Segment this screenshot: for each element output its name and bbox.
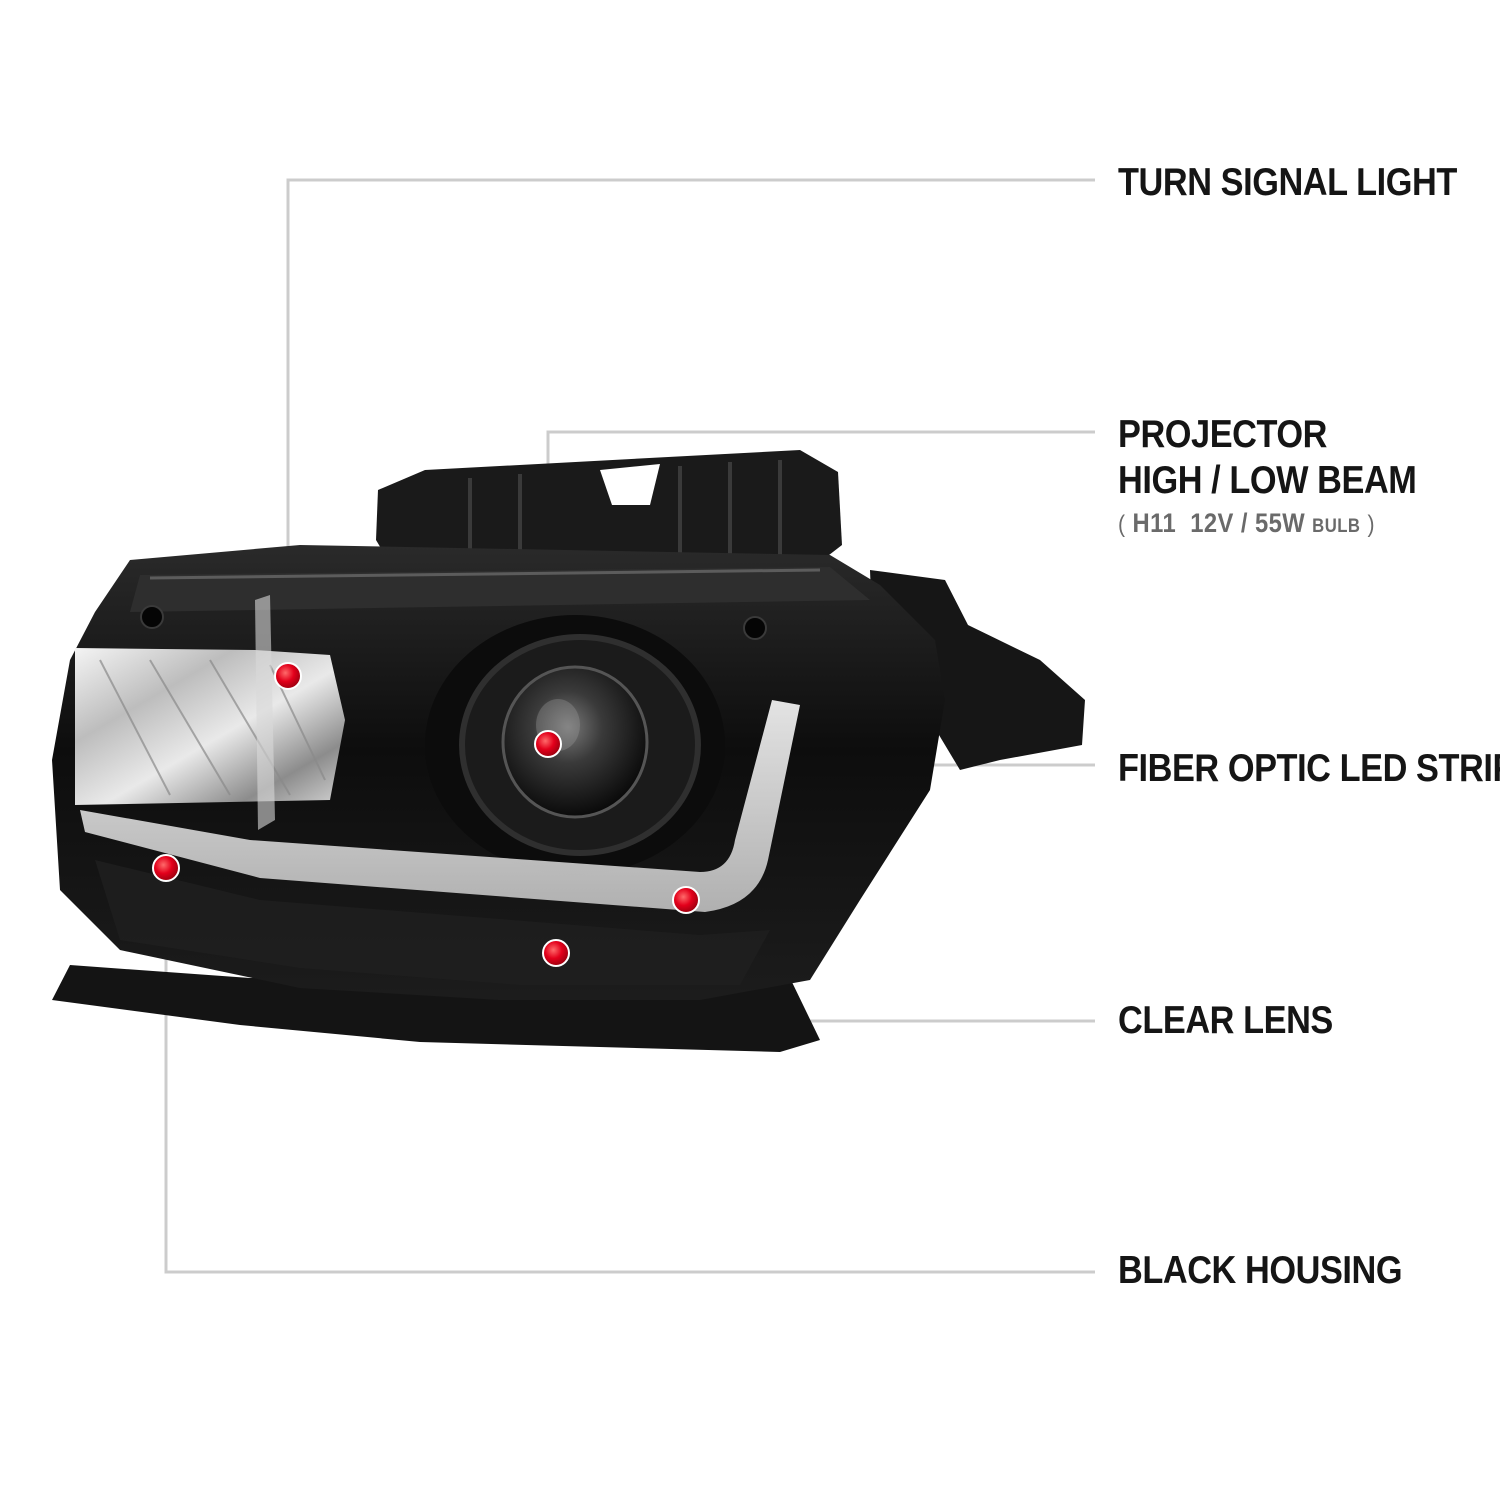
marker-black-housing xyxy=(152,854,180,882)
mount-hole-left xyxy=(140,605,164,629)
bulb-unit: BULB xyxy=(1312,516,1361,537)
leader-line-turn-signal xyxy=(286,178,1095,672)
marker-clear-lens xyxy=(542,939,570,967)
marker-turn-signal xyxy=(274,662,302,690)
top-rim xyxy=(130,567,870,612)
bulb-type: H11 xyxy=(1132,508,1177,538)
label-fiber-optic-led-strip: FIBER OPTIC LED STRIP xyxy=(1118,747,1500,790)
mount-hole-right xyxy=(743,616,767,640)
label-high-low-beam: HIGH / LOW BEAM xyxy=(1118,459,1417,502)
label-black-housing: BLACK HOUSING xyxy=(1118,1249,1403,1292)
bulb-spec: ( H11 12V / 55W BULB ) xyxy=(1118,508,1375,539)
mounting-bracket xyxy=(376,450,842,562)
bulb-spec-open: ( xyxy=(1118,511,1126,538)
turn-signal-reflector xyxy=(75,595,345,830)
projector-unit xyxy=(425,615,725,875)
lower-lens xyxy=(95,860,770,985)
label-clear-lens: CLEAR LENS xyxy=(1118,999,1333,1042)
marker-projector xyxy=(534,730,562,758)
fiber-optic-strip xyxy=(80,700,800,912)
callout-markers xyxy=(152,662,700,967)
marker-fiber-optic xyxy=(672,886,700,914)
label-projector: PROJECTOR xyxy=(1118,413,1327,456)
label-turn-signal-light: TURN SIGNAL LIGHT xyxy=(1118,161,1457,204)
bulb-rating: 12V / 55W xyxy=(1190,508,1306,538)
bulb-spec-close: ) xyxy=(1367,511,1375,538)
side-mount-tab xyxy=(870,570,1085,770)
